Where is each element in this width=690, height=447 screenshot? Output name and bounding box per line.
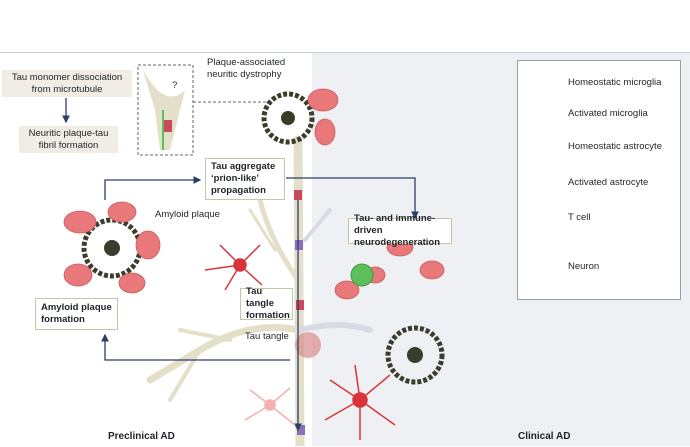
t-cell [350,263,374,287]
tau-monomer-box: Tau monomer dissociation from microtubul… [2,70,132,97]
inset-question-mark: ? [172,80,178,91]
figure-frame [0,52,690,447]
tau-tangle-formation-box: Tau tangle formation [240,286,293,321]
tau-aggregate-box: Tau aggregate ‘prion-like’ propagation [205,158,285,200]
preclinical-ad-label: Preclinical AD [108,431,175,442]
legend: Homeostatic microglia Activated microgli… [517,60,681,300]
neuritic-fibril-box: Neuritic plaque-tau fibril formation [19,126,118,153]
tau-tangle-label: Tau tangle [245,331,289,342]
amyloid-plaque-label: Amyloid plaque [155,209,220,220]
legend-neuron: Neuron [568,261,600,272]
plaque-dystrophy-label: Plaque-associated neuritic dystrophy [207,57,286,80]
legend-homeostatic-microglia: Homeostatic microglia [568,77,662,88]
legend-activated-microglia: Activated microglia [568,108,648,119]
clinical-ad-label: Clinical AD [518,431,571,442]
tau-immune-box: Tau- and immune-driven neurodegeneration [348,213,452,248]
legend-homeostatic-astrocyte: Homeostatic astrocyte [568,141,662,152]
amyloid-formation-box: Amyloid plaque formation [35,298,118,330]
legend-activated-astrocyte: Activated astrocyte [568,177,649,188]
legend-t-cell: T cell [568,212,591,223]
flow-arrows [62,98,419,432]
astrocytes [204,244,396,440]
